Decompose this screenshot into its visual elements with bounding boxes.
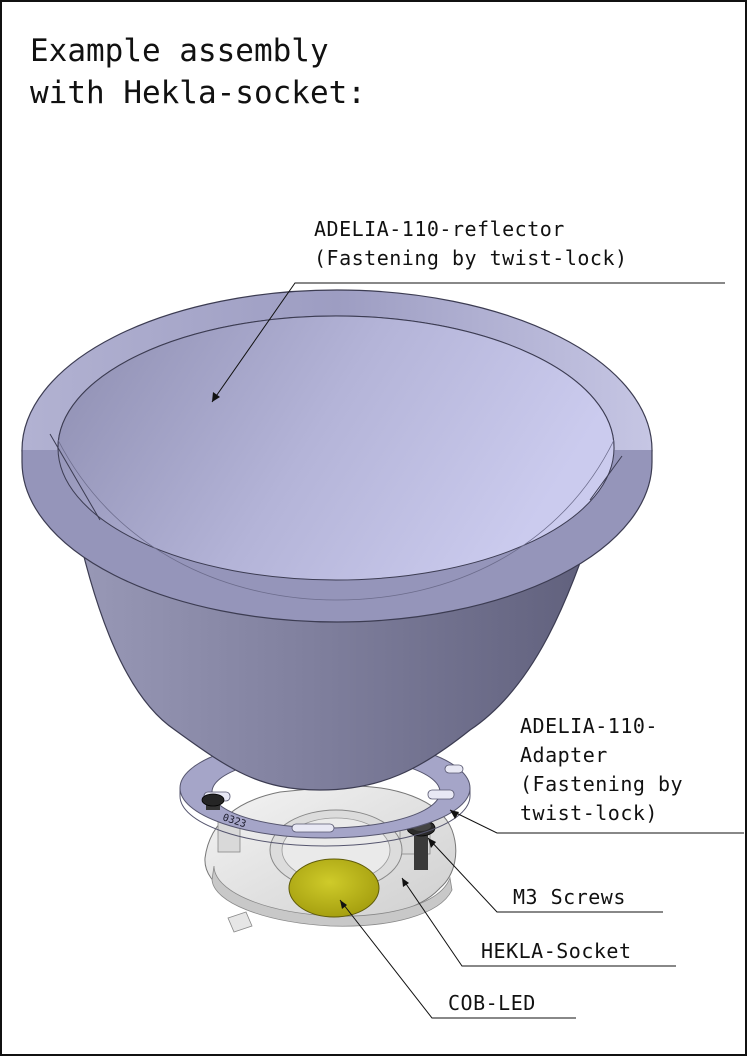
screws-label: M3 Screws	[513, 885, 626, 909]
title-line-1: Example assembly	[30, 33, 329, 69]
socket-leader	[401, 877, 676, 967]
adapter-label: ADELIA-110- Adapter (Fastening by twist-…	[520, 712, 683, 828]
reflector-label: ADELIA-110-reflector (Fastening by twist…	[314, 215, 628, 273]
adapter-label-line-1: ADELIA-110-	[520, 714, 658, 738]
leader-arrowheads	[212, 392, 459, 909]
cob-led	[288, 858, 380, 918]
m3-screw-left	[201, 793, 225, 810]
led-leader	[339, 899, 576, 1019]
adelia-110-reflector	[21, 289, 653, 791]
drawing-title: Example assembly with Hekla-socket:	[30, 30, 366, 114]
reflector-leader	[211, 282, 725, 403]
adapter-leader	[449, 809, 744, 834]
reflector-label-line-2: (Fastening by twist-lock)	[314, 246, 628, 270]
adapter-label-line-4: twist-lock)	[520, 801, 658, 825]
screws-leader	[427, 837, 663, 913]
adapter-label-line-3: (Fastening by	[520, 772, 684, 796]
leader-lines	[211, 282, 744, 1019]
adapter-label-line-2: Adapter	[520, 743, 608, 767]
led-label: COB-LED	[448, 991, 536, 1015]
reflector-label-line-1: ADELIA-110-reflector	[314, 217, 565, 241]
title-line-2: with Hekla-socket:	[30, 75, 366, 111]
socket-label: HEKLA-Socket	[481, 939, 632, 963]
